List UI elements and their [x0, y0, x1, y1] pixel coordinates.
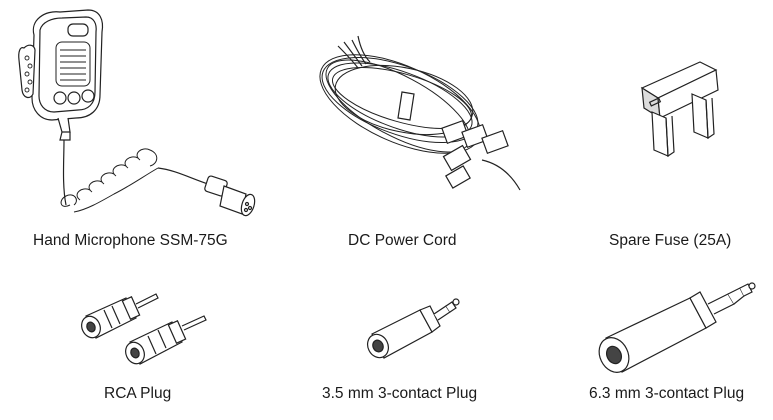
caption-hand-microphone: Hand Microphone SSM-75G: [33, 232, 228, 249]
caption-rca-plug: RCA Plug: [104, 385, 172, 402]
caption-3.5mm-plug: 3.5 mm 3-contact Plug: [322, 385, 478, 402]
hand-microphone-icon: [0, 0, 260, 230]
caption-spare-fuse: Spare Fuse (25A): [609, 232, 732, 249]
caption-dc-power-cord: DC Power Cord: [348, 232, 457, 249]
dc-power-cord-icon: [0, 0, 773, 230]
blade-fuse-icon: [0, 0, 773, 230]
caption-6.3mm-plug: 6.3 mm 3-contact Plug: [589, 385, 745, 402]
